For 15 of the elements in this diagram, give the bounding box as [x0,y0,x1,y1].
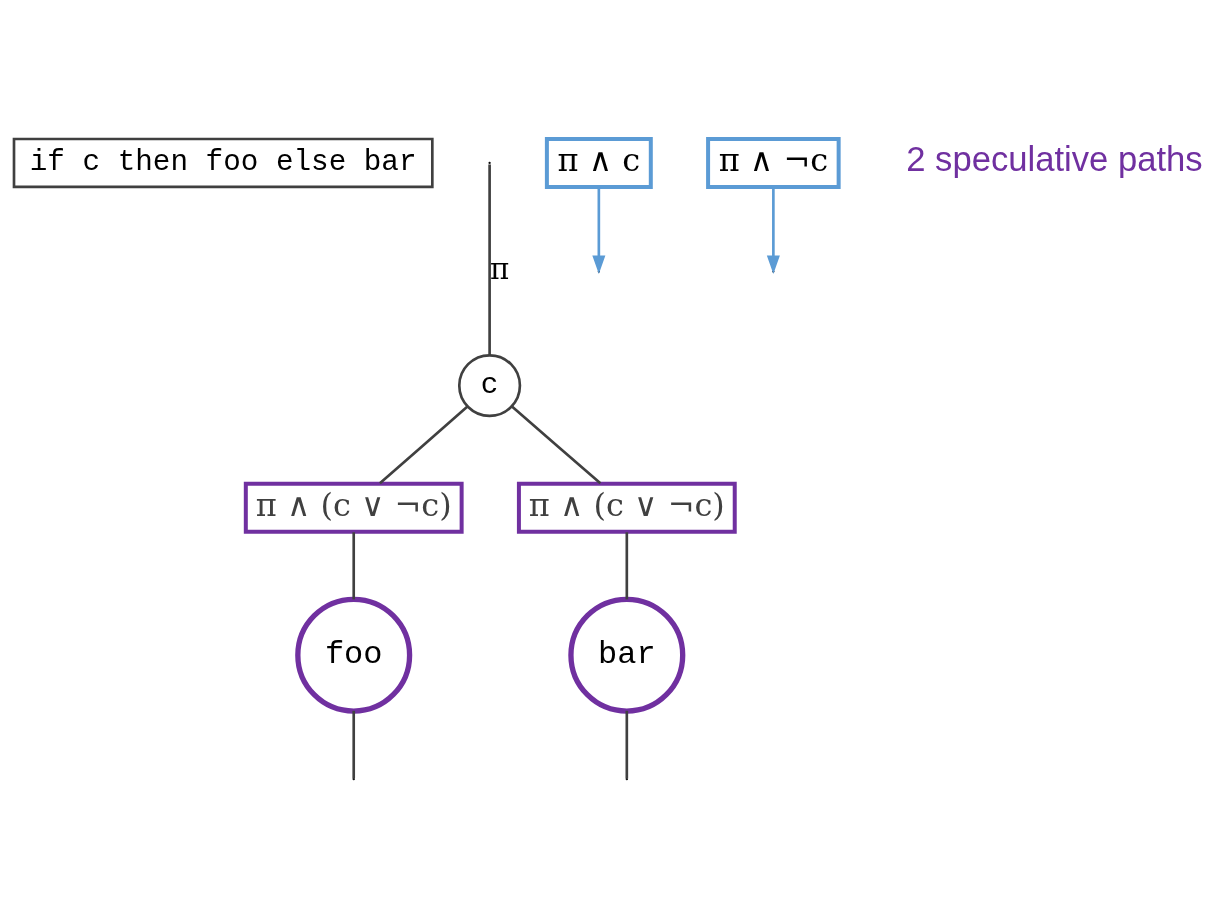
node-circle: c [457,353,522,417]
node-box: π ∧ (c ∨ ¬c) [243,481,464,534]
connector [379,405,469,484]
node-circle: foo [295,596,413,714]
edge-label: π [489,251,510,286]
label: 2 speculative paths [906,139,1203,178]
node-box: π ∧ c [544,136,653,189]
connector [625,531,629,599]
node-box: if c then foo else bar [12,137,434,188]
connector [352,531,356,599]
connector [511,405,602,484]
node-box: π ∧ (c ∨ ¬c) [516,481,737,534]
node-box: π ∧ ¬c [706,136,841,189]
connector [488,163,491,355]
node-circle: bar [568,596,686,714]
